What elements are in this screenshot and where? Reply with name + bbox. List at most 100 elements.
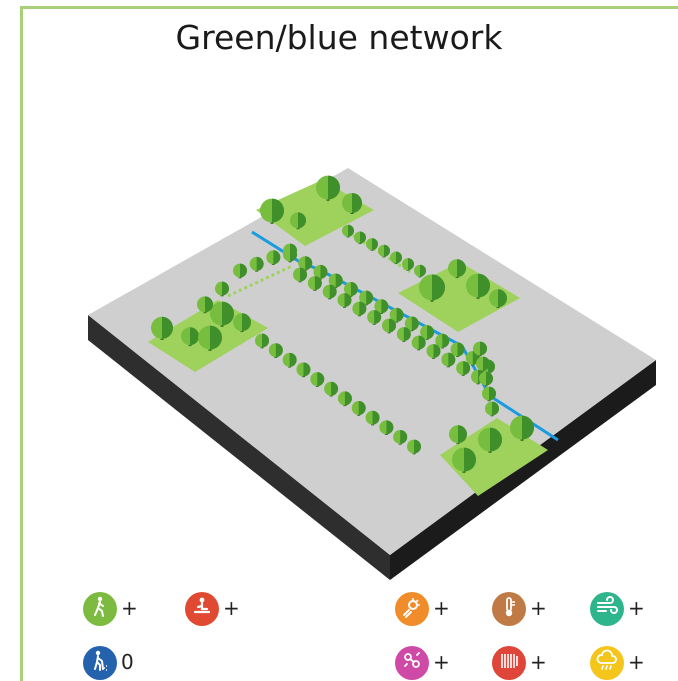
- biodiversity-icon: [400, 649, 424, 678]
- tree-icon: [316, 175, 340, 201]
- tree-icon: [448, 259, 466, 279]
- wind-icon: [595, 595, 619, 624]
- tree-icon: [354, 231, 366, 245]
- tree-icon: [404, 316, 419, 332]
- tree-icon: [365, 410, 380, 426]
- indicator-sign: +: [628, 650, 645, 674]
- tree-icon: [351, 401, 366, 416]
- indicator-sign: +: [530, 596, 547, 620]
- tree-icon: [215, 281, 229, 297]
- tree-icon: [249, 256, 264, 272]
- ground-top: [88, 168, 656, 555]
- tree-icon: [420, 325, 435, 340]
- tree-icon: [489, 289, 507, 309]
- tree-icon: [328, 273, 343, 289]
- indicator-sign: +: [628, 596, 645, 620]
- indicator-sign: +: [121, 596, 138, 620]
- tree-icon: [466, 273, 491, 299]
- tree-icon: [352, 301, 367, 317]
- tree-icon: [282, 352, 297, 368]
- tree-icon: [378, 244, 390, 258]
- indicator-badge: [590, 592, 624, 626]
- tree-icon: [198, 325, 222, 351]
- tree-icon: [407, 439, 422, 455]
- tree-icon: [452, 447, 476, 473]
- tree-icon: [342, 193, 362, 214]
- frame-border-left: [20, 6, 23, 681]
- tree-icon: [419, 274, 445, 302]
- ground-side-right: [390, 360, 656, 580]
- indicator-badge: [83, 592, 117, 626]
- tree-icon: [414, 264, 426, 278]
- frame-border-top: [20, 6, 678, 9]
- tree-icon: [382, 318, 396, 334]
- tree-icon: [396, 327, 411, 342]
- tree-icon: [342, 224, 354, 238]
- indicator-badge: [492, 646, 526, 680]
- noise-barrier-icon: [497, 649, 521, 678]
- tree-icon: [449, 425, 467, 445]
- tree-icon: [510, 415, 534, 441]
- tree-icon: [283, 247, 297, 263]
- indicator-sign: 0: [121, 650, 134, 674]
- tree-icon: [485, 401, 500, 417]
- tree-icon: [307, 276, 322, 291]
- tree-icon: [181, 327, 199, 347]
- indicator-sign: +: [433, 650, 450, 674]
- tree-icon: [476, 356, 490, 372]
- tree-icon: [210, 301, 234, 327]
- tree-icon: [337, 293, 352, 308]
- indicator-sign: +: [433, 596, 450, 620]
- diagram-title: Green/blue network: [175, 18, 503, 57]
- tree-icon: [324, 381, 339, 397]
- ground-side-left: [88, 315, 390, 580]
- seated-person-icon: [190, 595, 214, 624]
- tree-icon: [151, 316, 173, 340]
- indicator-badge: [395, 646, 429, 680]
- tree-icon: [389, 307, 404, 323]
- tree-icon: [343, 282, 358, 297]
- tree-icon: [473, 341, 488, 357]
- tree-icon: [197, 296, 213, 314]
- tree-icon: [379, 420, 394, 436]
- tree-icon: [426, 344, 441, 359]
- indicator-badge: [492, 592, 526, 626]
- tree-icon: [435, 333, 450, 349]
- tree-icon: [450, 342, 465, 358]
- tree-icon: [322, 284, 337, 300]
- tree-icon: [374, 299, 389, 314]
- thermometer-icon: [497, 595, 521, 624]
- indicator-badge: [590, 646, 624, 680]
- tree-icon: [411, 335, 426, 351]
- indicator-badge: [83, 646, 117, 680]
- tree-icon: [296, 362, 311, 378]
- tree-icon: [310, 372, 325, 387]
- tree-icon: [367, 310, 382, 325]
- tree-icon: [402, 258, 414, 271]
- tree-icon: [255, 333, 269, 349]
- tree-icon: [359, 290, 374, 306]
- indicator-sign: +: [223, 596, 240, 620]
- tree-icon: [298, 256, 313, 271]
- indicator-sign: +: [530, 650, 547, 674]
- sun-heat-icon: [400, 595, 424, 624]
- tree-icon: [293, 267, 307, 283]
- tree-icon: [441, 352, 456, 368]
- tree-icon: [393, 429, 408, 445]
- tree-icon: [390, 251, 402, 265]
- tree-icon: [482, 386, 497, 402]
- tree-icon: [478, 427, 503, 453]
- tree-icon: [268, 343, 283, 358]
- tree-icon: [313, 264, 328, 280]
- tree-icon: [260, 198, 284, 224]
- tree-icon: [290, 212, 306, 230]
- tree-icon: [233, 313, 251, 333]
- tree-icon: [233, 263, 248, 279]
- tree-icon: [456, 361, 471, 376]
- tree-icon: [266, 250, 281, 265]
- indicator-badge: [185, 592, 219, 626]
- tree-icon: [479, 371, 493, 387]
- rain-cloud-icon: [595, 649, 619, 678]
- person-with-cane-icon: [88, 649, 112, 678]
